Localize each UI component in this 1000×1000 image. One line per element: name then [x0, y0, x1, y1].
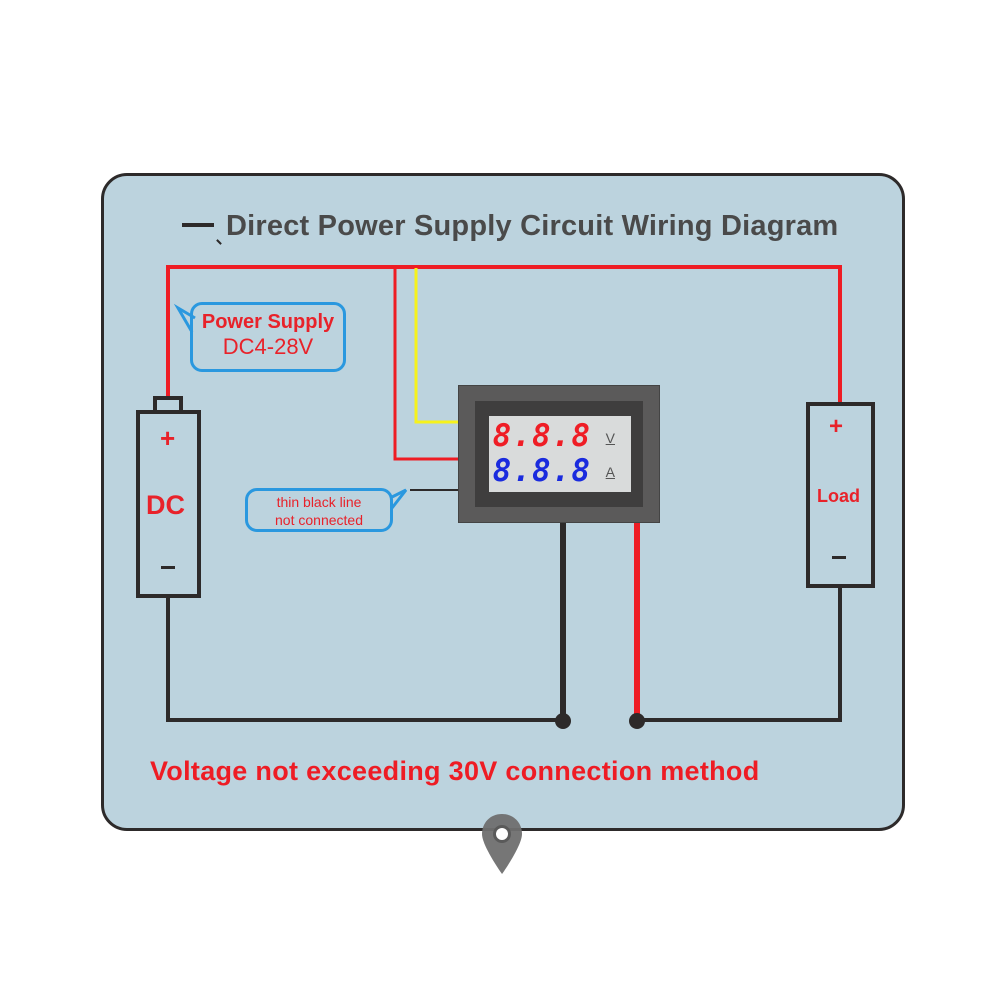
power-supply-voltage: DC4-28V	[222, 334, 314, 359]
thin-line-callout: thin black line not connected	[245, 488, 393, 532]
black-wire-load-negative	[637, 585, 842, 722]
power-supply-callout: Power Supply DC4-28V	[190, 302, 346, 372]
title-dash	[182, 223, 214, 228]
battery-dc	[136, 410, 201, 598]
battery-label: DC	[146, 490, 185, 520]
volt-amp-meter: 8.8.8 V 8.8.8 A	[458, 385, 660, 523]
meter-display: 8.8.8 V 8.8.8 A	[489, 416, 631, 492]
voltage-note: Voltage not exceeding 30V connection met…	[150, 756, 760, 786]
diagram-title: Direct Power Supply Circuit Wiring Diagr…	[182, 210, 839, 245]
voltage-unit: V	[605, 430, 615, 446]
battery-plus: +	[160, 423, 176, 453]
load-label: Load	[817, 486, 860, 506]
current-unit: A	[605, 464, 615, 480]
black-wire-dc-negative	[166, 595, 563, 722]
current-readout: 8.8.8	[492, 453, 591, 489]
red-wire-meter-power	[393, 267, 459, 461]
battery-minus	[161, 566, 175, 569]
battery-terminal-cap	[153, 396, 183, 410]
location-pin-icon	[482, 814, 522, 874]
thin-line-callout-line2: not connected	[275, 512, 363, 528]
meter-bezel: 8.8.8 V 8.8.8 A	[475, 401, 643, 507]
load-plus: +	[829, 413, 844, 440]
voltage-readout: 8.8.8	[492, 418, 591, 454]
title-text: Direct Power Supply Circuit Wiring Diagr…	[226, 210, 839, 242]
power-supply-label: Power Supply	[201, 311, 335, 333]
load-minus	[832, 556, 846, 559]
thin-line-callout-tail	[389, 488, 408, 509]
thin-line-callout-line1: thin black line	[276, 494, 362, 510]
yellow-wire-voltage-sense	[414, 268, 459, 424]
junction-dot-red	[629, 713, 645, 729]
junction-dot-black	[555, 713, 571, 729]
load-box	[806, 402, 875, 588]
red-wire-top-bus	[166, 265, 842, 404]
